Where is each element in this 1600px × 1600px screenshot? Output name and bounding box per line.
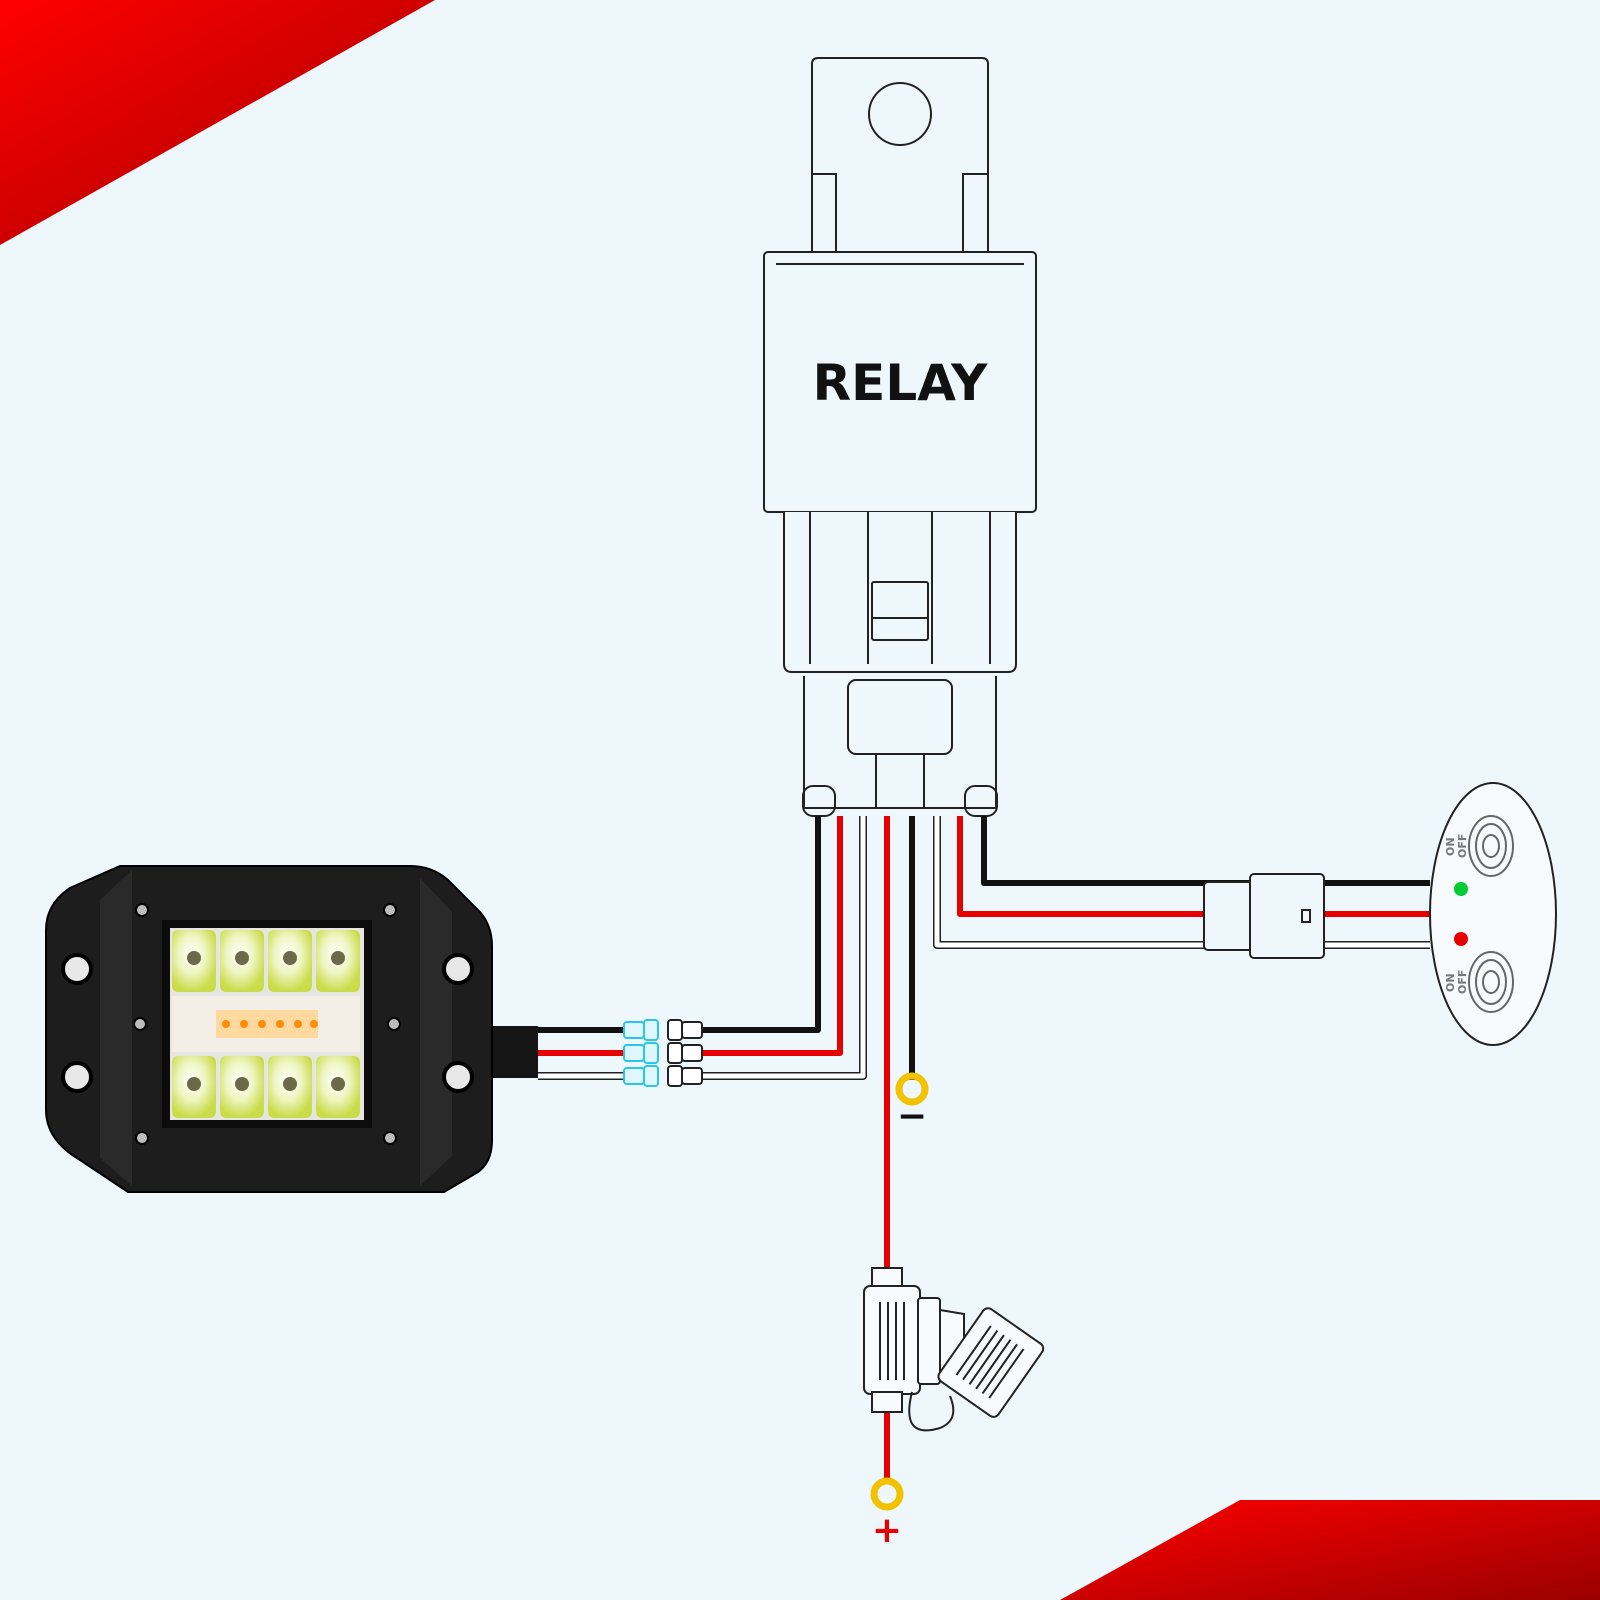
switch-off-label-top: OFF xyxy=(1456,834,1469,858)
switch-on-label-bottom: ON xyxy=(1444,973,1457,992)
rocker-switch-icon xyxy=(1429,782,1557,1046)
corner-accent-bottom-right xyxy=(1060,1500,1600,1600)
power-symbol: + xyxy=(872,1510,902,1551)
ground-symbol: − xyxy=(897,1096,927,1137)
ring-terminal-power-icon xyxy=(870,1477,904,1511)
switch-harness-connector xyxy=(1203,873,1325,959)
ring-terminal-icon xyxy=(895,1072,929,1106)
indicator-green-icon xyxy=(1454,882,1468,896)
relay-icon xyxy=(763,57,1037,817)
switch-off-label-bottom: OFF xyxy=(1456,970,1469,994)
wire-red-lamp xyxy=(700,816,843,1056)
relay-label: RELAY xyxy=(813,354,988,412)
switch-on-label-top: ON xyxy=(1444,837,1457,856)
indicator-red-icon xyxy=(1454,932,1468,946)
fuse-holder-icon xyxy=(863,1267,1045,1432)
spade-connector-icon xyxy=(623,1019,703,1087)
wire-black-lamp xyxy=(700,816,821,1033)
wires xyxy=(700,816,1430,1478)
corner-accent-top-left xyxy=(0,0,435,245)
led-work-light-icon xyxy=(45,865,624,1193)
